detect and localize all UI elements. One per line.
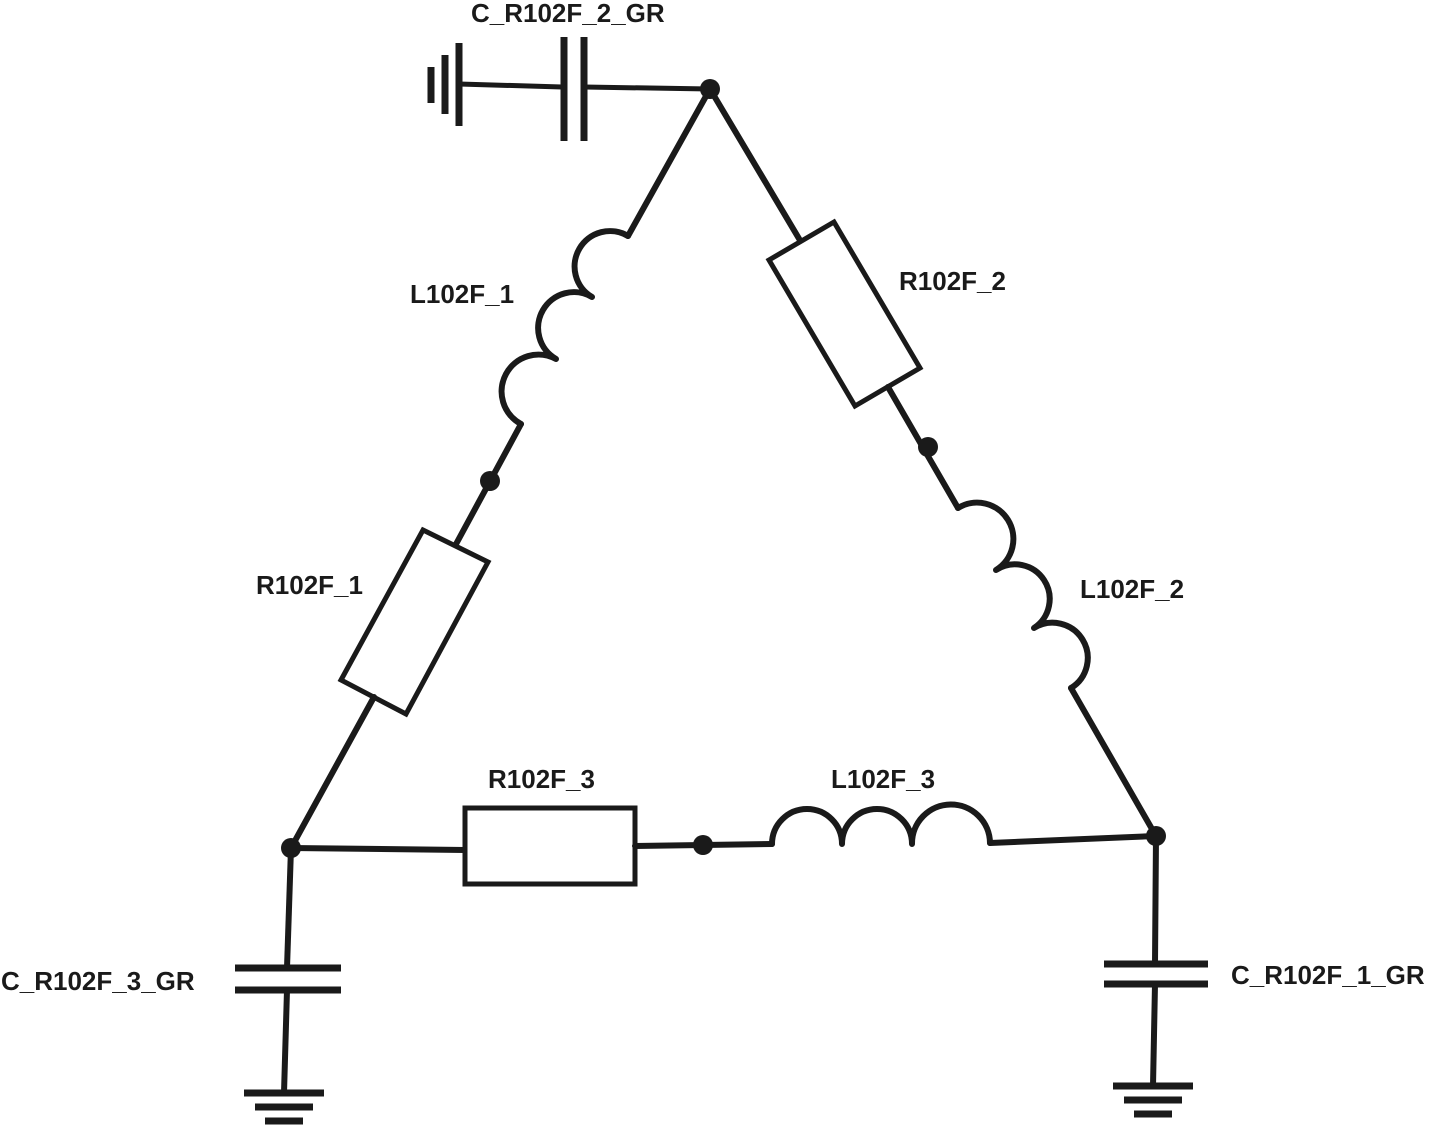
- label-r102f-2: R102F_2: [899, 266, 1006, 296]
- node-bottom-middle: [693, 835, 713, 855]
- wire-l102f-2-to-bottom-right: [1068, 685, 1159, 839]
- node-bottom-right: [1146, 826, 1166, 846]
- label-r102f-1: R102F_1: [256, 570, 363, 600]
- ground-symbol-bottom-left: [244, 1089, 324, 1125]
- wire-top-to-r102f-2: [707, 86, 804, 245]
- label-r102f-3: R102F_3: [488, 764, 595, 794]
- capacitor-c-r102f-3-gr: [235, 845, 341, 1096]
- label-l102f-1: L102F_1: [410, 279, 514, 309]
- inductor-l102f-2: [955, 499, 1091, 691]
- node-right-middle: [918, 437, 938, 457]
- node-left-middle: [480, 471, 500, 491]
- label-l102f-2: L102F_2: [1080, 574, 1184, 604]
- capacitor-c-r102f-1-gr: [1104, 833, 1208, 1089]
- wire-bottom-left-to-r102f-3: [288, 845, 468, 853]
- wire-r102f-1-to-bottom-left: [288, 694, 377, 851]
- resistor-r102f-3: [462, 805, 638, 887]
- ground-symbol-bottom-right: [1113, 1082, 1193, 1118]
- wire-l102f-3-to-bottom-right: [987, 833, 1159, 846]
- capacitor-c-r102f-2-gr: [456, 37, 713, 141]
- label-l102f-3: L102F_3: [831, 764, 935, 794]
- resistor-r102f-2: [765, 218, 924, 410]
- wire-top-to-l102f-1: [625, 86, 713, 239]
- resistor-r102f-1: [337, 526, 492, 718]
- label-c-r102f-3-gr: C_R102F_3_GR: [1, 966, 195, 996]
- label-c-r102f-2-gr: C_R102F_2_GR: [471, 0, 665, 28]
- ground-symbol-top: [427, 43, 463, 126]
- inductor-l102f-1: [498, 228, 631, 427]
- node-top: [700, 79, 720, 99]
- label-c-r102f-1-gr: C_R102F_1_GR: [1231, 960, 1425, 990]
- inductor-l102f-3: [769, 801, 993, 847]
- node-bottom-left: [281, 838, 301, 858]
